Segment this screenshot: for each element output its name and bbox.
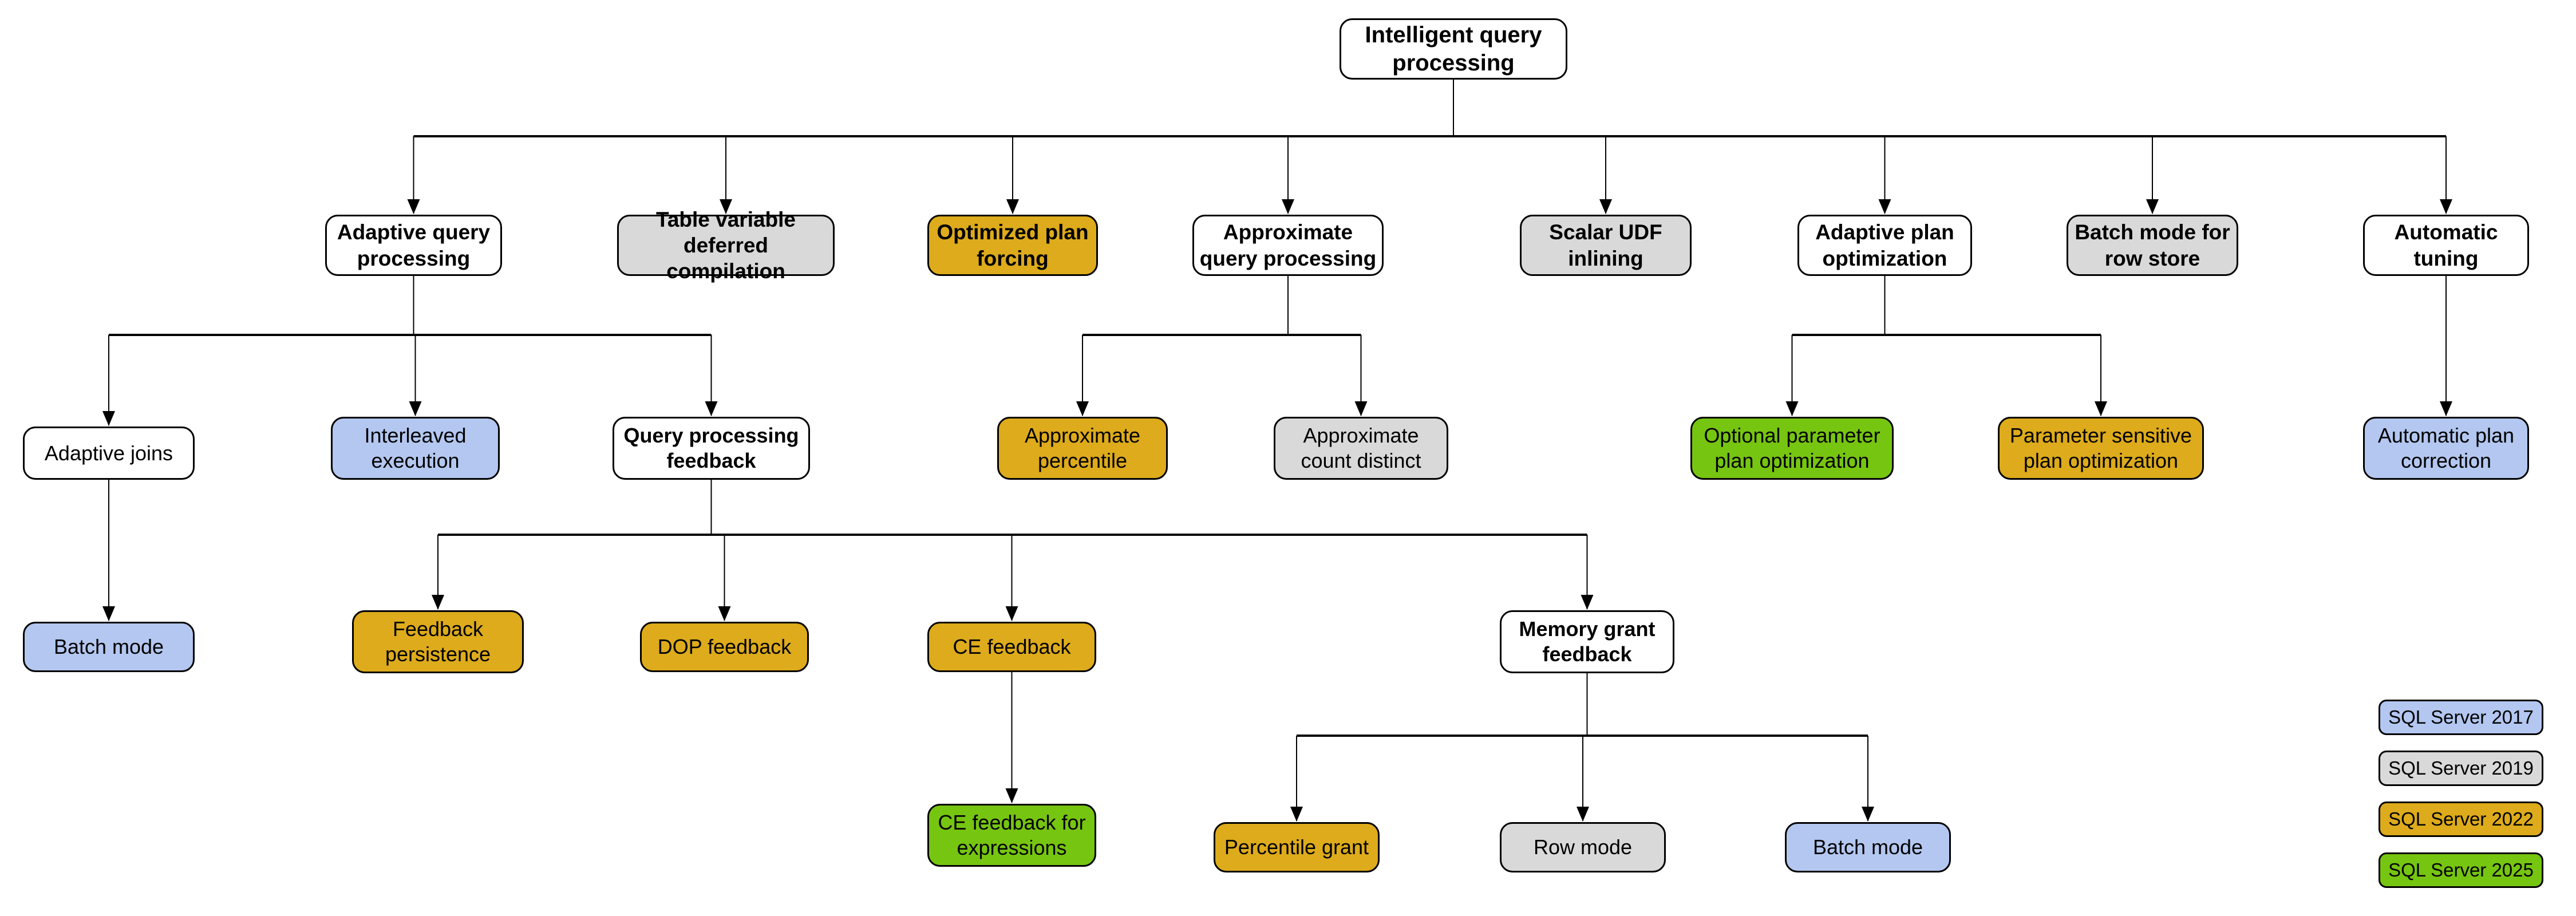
node-row-mode[interactable]: Row mode [1500, 822, 1666, 872]
node-label: Memory grant feedback [1519, 617, 1656, 666]
node-dop-feedback[interactable]: DOP feedback [640, 622, 809, 672]
legend-sql-server-2019: SQL Server 2019 [2379, 751, 2543, 786]
node-adaptive-plan-optimization[interactable]: Adaptive plan optimization [1797, 215, 1972, 276]
legend-sql-server-2022: SQL Server 2022 [2379, 802, 2543, 837]
node-label: Adaptive query processing [337, 220, 491, 270]
legend-label: SQL Server 2025 [2388, 859, 2534, 881]
node-ce-feedback[interactable]: CE feedback [927, 622, 1096, 672]
node-label: Optional parameter plan optimization [1704, 424, 1880, 472]
node-label: Feedback persistence [385, 617, 491, 666]
node-optional-parameter-plan-optimization[interactable]: Optional parameter plan optimization [1690, 417, 1894, 480]
node-percentile-grant[interactable]: Percentile grant [1214, 822, 1380, 872]
node-label: Table variable deferred compilation [655, 207, 796, 283]
node-label: Row mode [1533, 835, 1633, 859]
node-label: Percentile grant [1224, 835, 1369, 859]
node-ce-feedback-for-expressions[interactable]: CE feedback for expressions [927, 804, 1096, 867]
node-approximate-query-processing[interactable]: Approximate query processing [1192, 215, 1384, 276]
node-label: Batch mode for row store [2075, 220, 2230, 270]
node-feedback-persistence[interactable]: Feedback persistence [352, 610, 524, 673]
node-adaptive-joins[interactable]: Adaptive joins [23, 427, 195, 480]
node-label: Query processing feedback [623, 424, 799, 472]
node-label: Interleaved execution [364, 424, 467, 472]
node-optimized-plan-forcing[interactable]: Optimized plan forcing [927, 215, 1098, 276]
node-label: Optimized plan forcing [937, 220, 1089, 270]
node-label: Automatic tuning [2394, 220, 2498, 270]
node-label: Automatic plan correction [2377, 424, 2515, 472]
node-query-processing-feedback[interactable]: Query processing feedback [613, 417, 810, 480]
node-interleaved-execution[interactable]: Interleaved execution [331, 417, 500, 480]
node-label: Scalar UDF inlining [1549, 220, 1662, 270]
node-automatic-plan-correction[interactable]: Automatic plan correction [2363, 417, 2529, 480]
node-approximate-count-distinct[interactable]: Approximate count distinct [1274, 417, 1448, 480]
node-label: CE feedback for expressions [938, 811, 1086, 859]
node-scalar-udf-inlining[interactable]: Scalar UDF inlining [1520, 215, 1692, 276]
node-batch-mode-memory-grant[interactable]: Batch mode [1785, 822, 1951, 872]
node-label: Batch mode [53, 635, 164, 659]
node-approximate-percentile[interactable]: Approximate percentile [997, 417, 1168, 480]
legend-sql-server-2017: SQL Server 2017 [2379, 700, 2543, 735]
node-label: Batch mode [1812, 835, 1923, 859]
node-memory-grant-feedback[interactable]: Memory grant feedback [1500, 610, 1674, 673]
node-label: Adaptive joins [44, 441, 173, 465]
node-label: CE feedback [953, 635, 1071, 659]
node-label: Approximate count distinct [1301, 424, 1421, 472]
node-adaptive-query-processing[interactable]: Adaptive query processing [325, 215, 502, 276]
node-label: Intelligent query processing [1365, 22, 1542, 76]
node-label: Approximate query processing [1199, 220, 1377, 270]
node-label: DOP feedback [657, 635, 792, 659]
node-table-variable-deferred-compilation[interactable]: Table variable deferred compilation [617, 208, 835, 283]
node-label: Adaptive plan optimization [1815, 220, 1954, 270]
node-batch-mode-adaptive-joins[interactable]: Batch mode [23, 622, 195, 672]
node-automatic-tuning[interactable]: Automatic tuning [2363, 215, 2529, 276]
legend-label: SQL Server 2019 [2388, 757, 2534, 779]
node-label: Approximate percentile [1024, 424, 1141, 472]
legend-sql-server-2025: SQL Server 2025 [2379, 852, 2543, 888]
node-root[interactable]: Intelligent query processing [1340, 18, 1567, 80]
node-parameter-sensitive-plan-optimization[interactable]: Parameter sensitive plan optimization [1998, 417, 2204, 480]
node-label: Parameter sensitive plan optimization [2009, 424, 2192, 472]
node-batch-mode-for-row-store[interactable]: Batch mode for row store [2067, 215, 2238, 276]
legend-label: SQL Server 2017 [2388, 706, 2534, 728]
legend-label: SQL Server 2022 [2388, 808, 2534, 830]
